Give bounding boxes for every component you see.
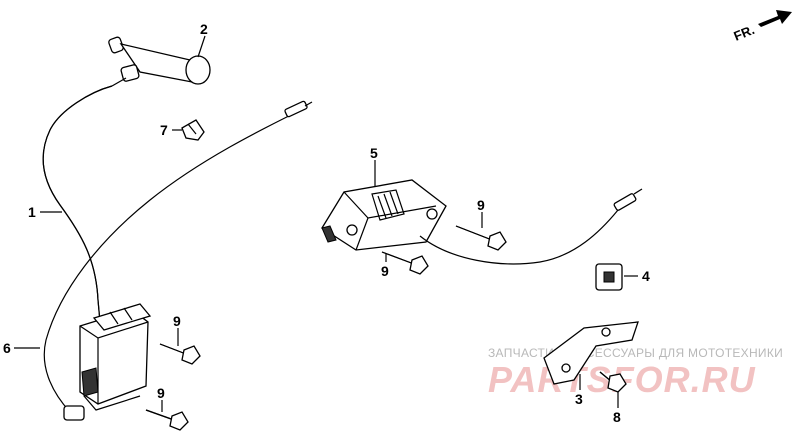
part-1-label: 1 [28,204,36,220]
mounting-bracket [543,321,639,385]
part-9a-label: 9 [477,197,485,213]
bolt-8 [599,371,627,393]
ignition-coil [79,303,152,411]
bolt-9-lower-module [145,409,189,431]
callout-numbers: 2 1 3 4 5 6 7 8 9 9 9 9 [3,21,650,425]
grommet [595,263,623,291]
part-8-label: 8 [613,409,621,425]
part-9b-label: 9 [381,263,389,279]
watermark: ЗАПЧАСТИ И АКСЕССУАРЫ ДЛЯ МОТОТЕХНИКИ PA… [488,346,783,400]
part-3-label: 3 [575,391,583,407]
ignition-cable [42,85,113,323]
front-direction-label: FR. [732,22,757,44]
cable-clip [181,119,205,141]
spark-plug-cap [108,36,211,87]
part-6-label: 6 [3,340,11,356]
watermark-caption: ЗАПЧАСТИ И АКСЕССУАРЫ ДЛЯ МОТОТЕХНИКИ [488,346,783,360]
bolt-9-lower-coil [381,251,429,275]
part-5-label: 5 [370,145,378,161]
bolt-9-upper-module [159,343,201,365]
charge-coil [321,179,447,251]
bolt-9-upper-coil [455,225,507,251]
front-direction-marker: FR. [732,10,792,44]
coil-lead-wire [419,188,643,265]
part-9c-label: 9 [173,313,181,329]
part-7-label: 7 [160,122,168,138]
front-arrow-icon [758,10,792,27]
leader-lines [14,35,638,412]
ground-wire [43,100,313,421]
part-9d-label: 9 [157,385,165,401]
part-2-label: 2 [200,21,208,37]
part-4-label: 4 [642,268,650,284]
